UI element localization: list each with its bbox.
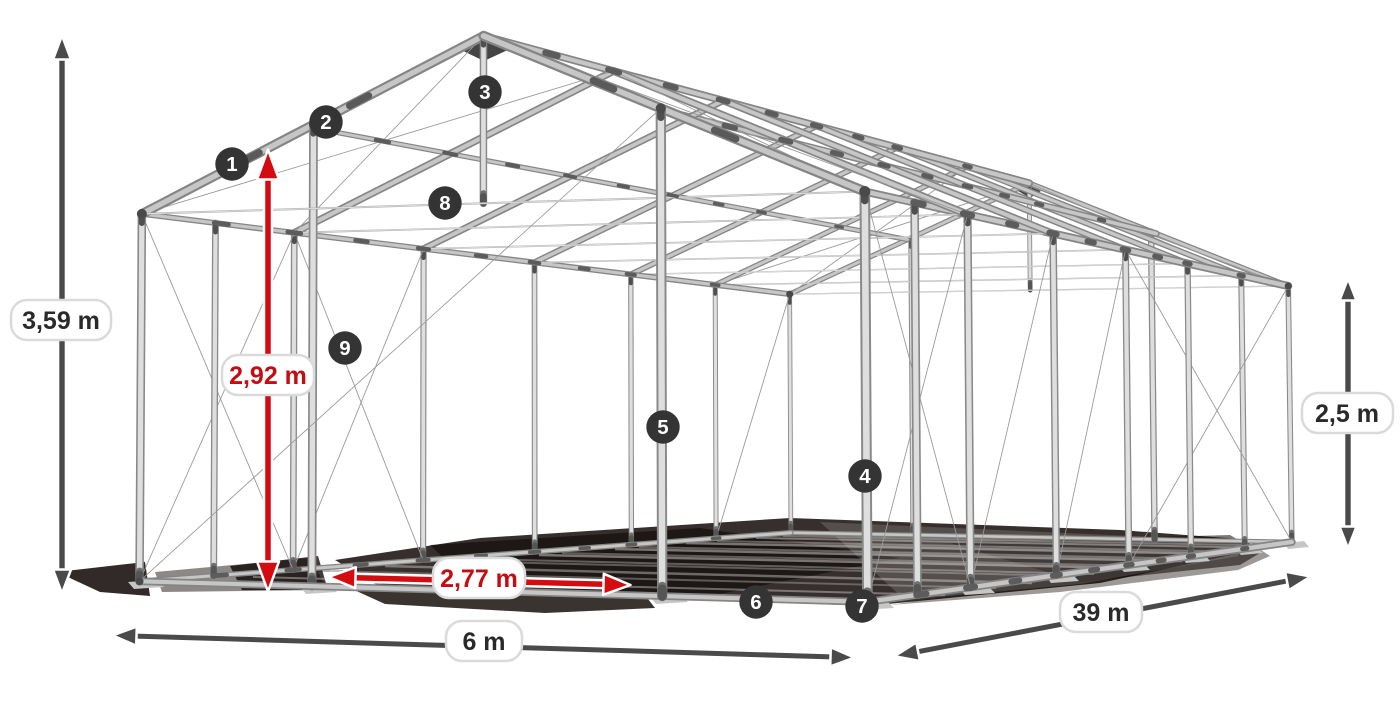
svg-text:7: 7	[856, 595, 867, 618]
svg-text:3,59 m: 3,59 m	[22, 307, 100, 335]
svg-text:6 m: 6 m	[462, 628, 505, 656]
svg-text:39 m: 39 m	[1073, 599, 1130, 627]
svg-text:2: 2	[320, 111, 331, 134]
svg-text:5: 5	[657, 416, 668, 439]
svg-text:4: 4	[859, 465, 871, 488]
svg-text:3: 3	[479, 81, 490, 104]
svg-text:6: 6	[750, 591, 761, 614]
svg-text:9: 9	[339, 337, 350, 360]
svg-text:1: 1	[226, 153, 237, 176]
svg-text:2,5 m: 2,5 m	[1315, 400, 1379, 428]
svg-text:2,77 m: 2,77 m	[440, 565, 518, 593]
svg-text:2,92 m: 2,92 m	[229, 362, 307, 390]
svg-text:8: 8	[439, 192, 450, 215]
